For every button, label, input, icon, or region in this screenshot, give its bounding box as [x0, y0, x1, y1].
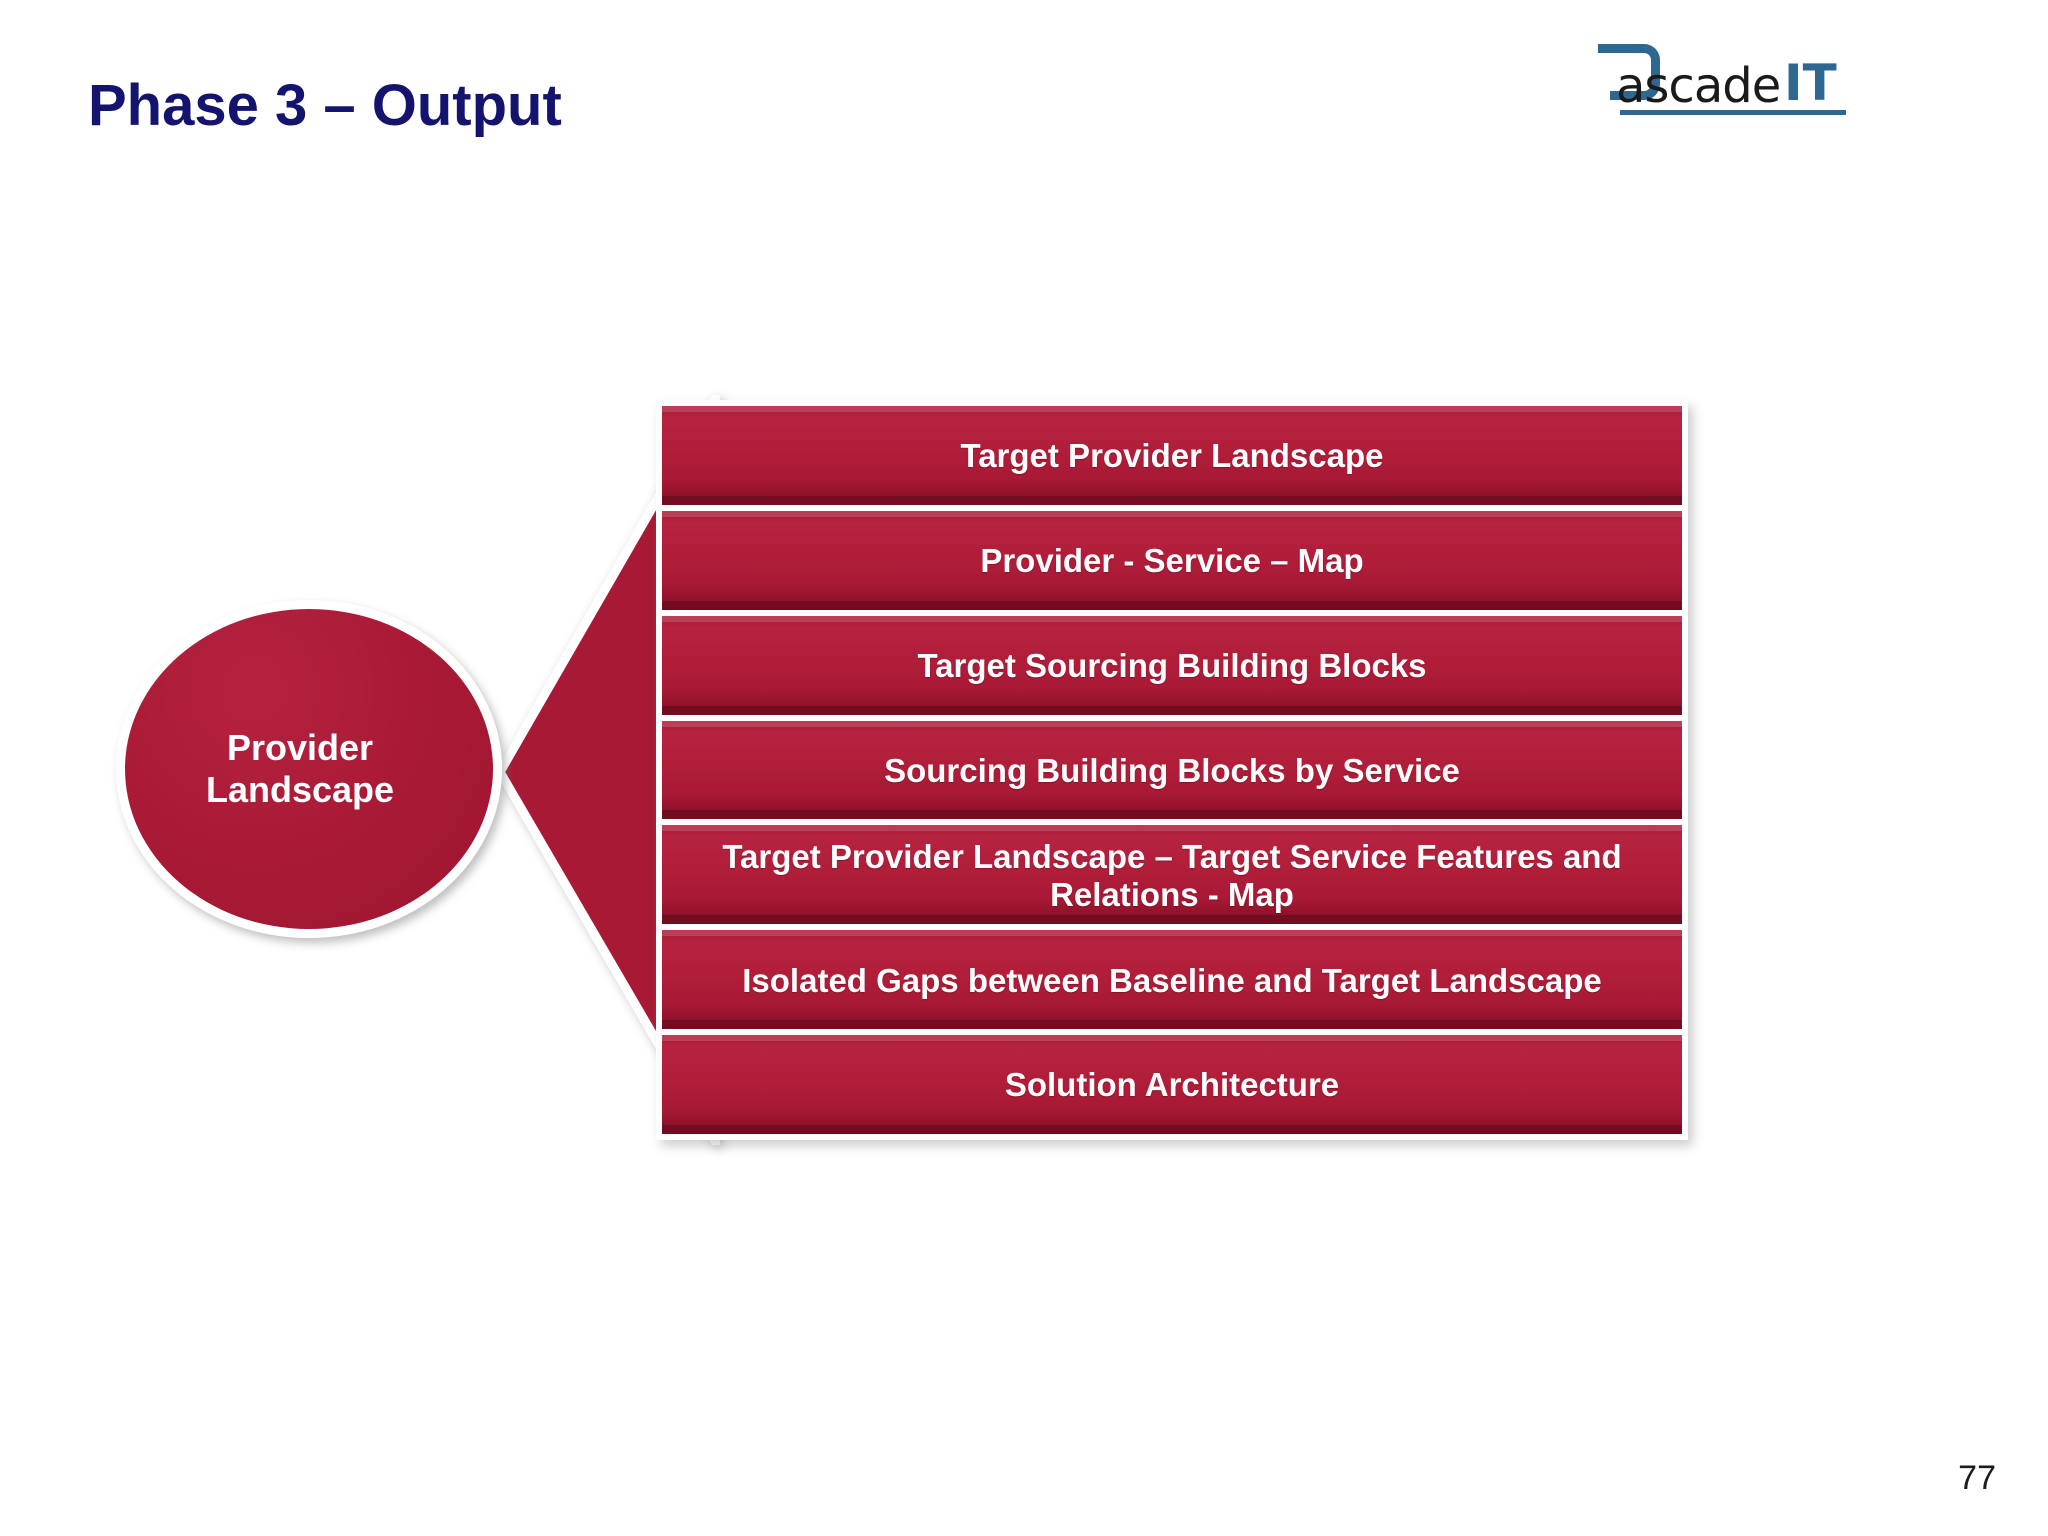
output-bar[interactable]: Solution Architecture	[662, 1035, 1682, 1135]
logo-it-text: IT	[1784, 54, 1837, 112]
logo-underline	[1620, 110, 1846, 115]
logo-c-gap	[1598, 61, 1610, 105]
source-node-provider-landscape[interactable]: Provider Landscape	[116, 600, 502, 938]
output-bar[interactable]: Target Provider Landscape – Target Servi…	[662, 825, 1682, 925]
page-number: 77	[1958, 1459, 1996, 1497]
logo-wordmark: ascade	[1616, 58, 1781, 114]
output-bar[interactable]: Target Sourcing Building Blocks	[662, 615, 1682, 715]
output-bar-label: Provider - Service – Map	[980, 542, 1364, 580]
output-bar[interactable]: Provider - Service – Map	[662, 510, 1682, 610]
output-bar-label: Solution Architecture	[1004, 1066, 1340, 1104]
cascade-it-logo: ascade IT	[1598, 42, 1868, 120]
output-bar-list: Target Provider Landscape Provider - Ser…	[656, 400, 1688, 1140]
output-bar-label: Target Provider Landscape	[960, 437, 1384, 475]
output-bar-label: Isolated Gaps between Baseline and Targe…	[742, 961, 1602, 999]
logo-c-bracket-icon	[1598, 44, 1660, 105]
source-node-label-line1: Provider	[226, 726, 374, 768]
page-title: Phase 3 – Output	[88, 73, 562, 138]
output-bar-label: Target Sourcing Building Blocks	[917, 647, 1427, 685]
output-bar[interactable]: Isolated Gaps between Baseline and Targe…	[662, 930, 1682, 1030]
source-node-label-line2: Landscape	[205, 769, 395, 810]
output-bar-label: Target Provider Landscape – Target Servi…	[722, 837, 1622, 913]
output-bar[interactable]: Sourcing Building Blocks by Service	[662, 720, 1682, 820]
output-bar-label: Sourcing Building Blocks by Service	[884, 751, 1460, 789]
source-node-label: Provider Landscape	[206, 727, 394, 812]
output-bar[interactable]: Target Provider Landscape	[662, 406, 1682, 505]
